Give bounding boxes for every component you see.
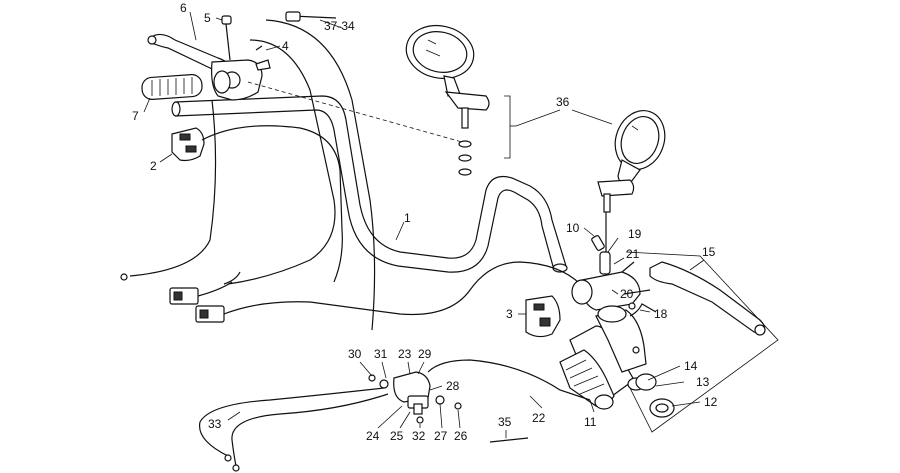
callout-25: 25: [390, 429, 404, 443]
callout-26: 26: [454, 429, 468, 443]
callout-1: 1: [404, 211, 411, 225]
callout-5: 5: [204, 11, 211, 25]
callout-35: 35: [498, 415, 512, 429]
callout-29: 29: [418, 347, 432, 361]
callout-27: 27: [434, 429, 448, 443]
callout-6: 6: [180, 1, 187, 15]
mirror-bracket: [247, 81, 613, 159]
callout-14: 14: [684, 359, 698, 373]
callout-10: 10: [566, 221, 580, 235]
callout-2: 2: [150, 159, 157, 173]
callout-13: 13: [696, 375, 710, 389]
callout-32: 32: [412, 429, 426, 443]
throttle-housing: [368, 359, 591, 424]
callout-18: 18: [654, 307, 668, 321]
right-lever: [605, 251, 779, 433]
handlebar: [171, 95, 568, 273]
right-control-housing: [571, 235, 651, 311]
right-mirror: [597, 110, 666, 262]
callout-3: 3: [506, 307, 513, 321]
callout-labels: 1 2 3 4 5 6 7 10 11 12 13 14 15 18 19 20…: [132, 1, 718, 443]
callout-4: 4: [282, 39, 289, 53]
callout-23: 23: [398, 347, 412, 361]
left-grip: [141, 70, 231, 100]
callout-22: 22: [532, 411, 546, 425]
right-switch: [525, 295, 561, 338]
callout-36: 36: [556, 95, 570, 109]
left-mirror: [405, 25, 490, 176]
throttle-grip: [559, 303, 675, 418]
leader-lines: [143, 11, 705, 438]
callout-7: 7: [132, 109, 139, 123]
callout-11: 11: [584, 415, 597, 429]
callout-31: 31: [374, 347, 388, 361]
callout-28: 28: [446, 379, 460, 393]
callout-15: 15: [702, 245, 716, 259]
throttle-cables: [198, 387, 389, 472]
callout-20: 20: [620, 287, 634, 301]
rod-part: [489, 437, 529, 443]
callout-12: 12: [704, 395, 718, 409]
left-cables: [120, 11, 581, 331]
left-switch: [171, 125, 343, 283]
callout-30: 30: [348, 347, 362, 361]
callout-19: 19: [628, 227, 642, 241]
callout-21: 21: [626, 247, 640, 261]
callout-33: 33: [208, 417, 222, 431]
callout-37-34: 37-34: [324, 19, 355, 33]
callout-24: 24: [366, 429, 380, 443]
